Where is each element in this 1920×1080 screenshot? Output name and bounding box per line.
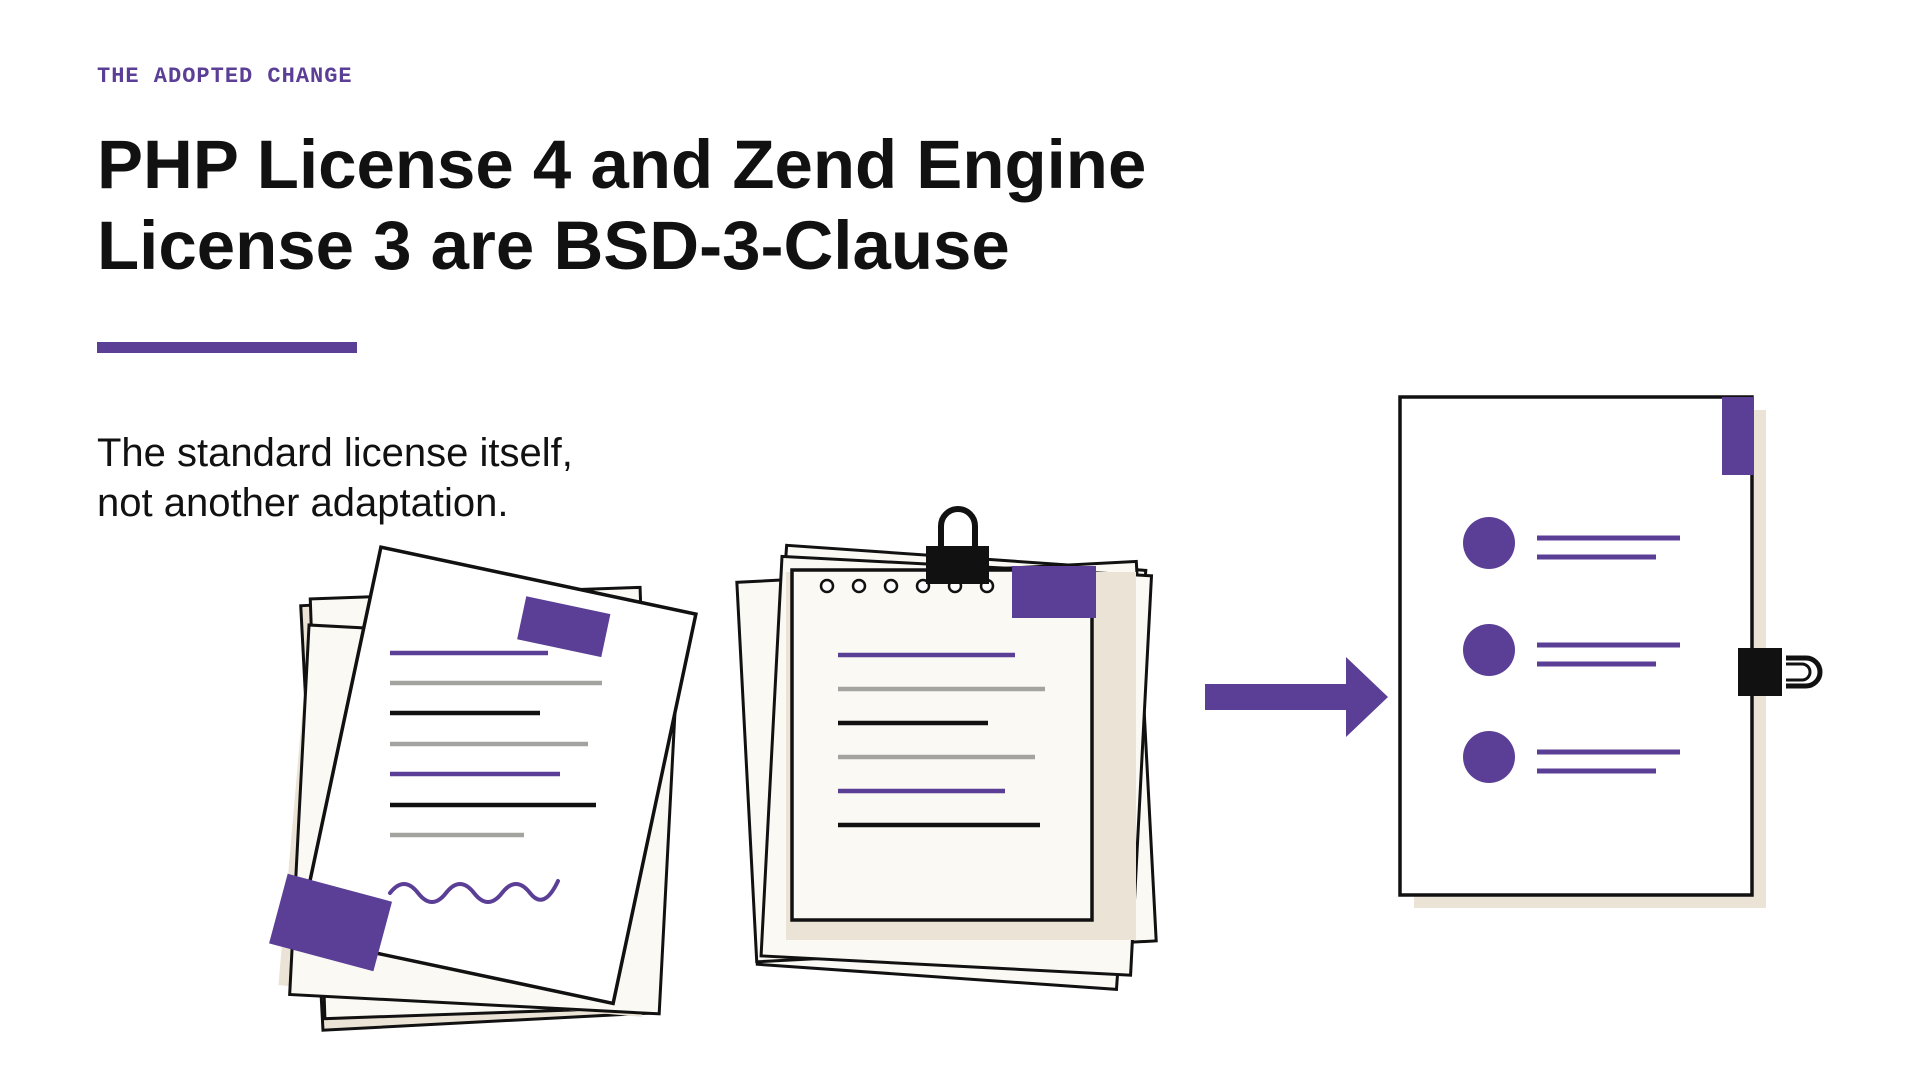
bookmark-tab — [1722, 397, 1754, 475]
sticky-tab — [269, 873, 393, 972]
title-line-1: PHP License 4 and Zend Engine — [97, 126, 1147, 203]
locked-notepad-stack-icon — [735, 506, 1158, 992]
arrow-right-icon — [1205, 657, 1388, 737]
page-lines — [838, 652, 1045, 828]
page-lines — [390, 650, 602, 838]
sticky-tab — [1012, 566, 1096, 618]
subtitle: The standard license itself, not another… — [97, 428, 573, 528]
subtitle-line-2: not another adaptation. — [97, 481, 509, 525]
subtitle-line-1: The standard license itself, — [97, 431, 573, 475]
padlock-icon — [926, 506, 989, 584]
title-line-2: License 3 are BSD-3-Clause — [97, 207, 1010, 284]
bullet-list — [1463, 517, 1680, 783]
accent-divider — [97, 342, 357, 353]
page-title: PHP License 4 and Zend Engine License 3 … — [97, 124, 1297, 286]
clean-license-document-icon — [1398, 395, 1823, 908]
eyebrow-label: THE ADOPTED CHANGE — [97, 64, 353, 89]
messy-document-stack-icon — [269, 545, 698, 1032]
binder-clip-icon — [1738, 648, 1823, 696]
signature-squiggle — [388, 879, 560, 904]
sticky-tab — [517, 596, 611, 658]
notepad-page — [790, 568, 1094, 922]
